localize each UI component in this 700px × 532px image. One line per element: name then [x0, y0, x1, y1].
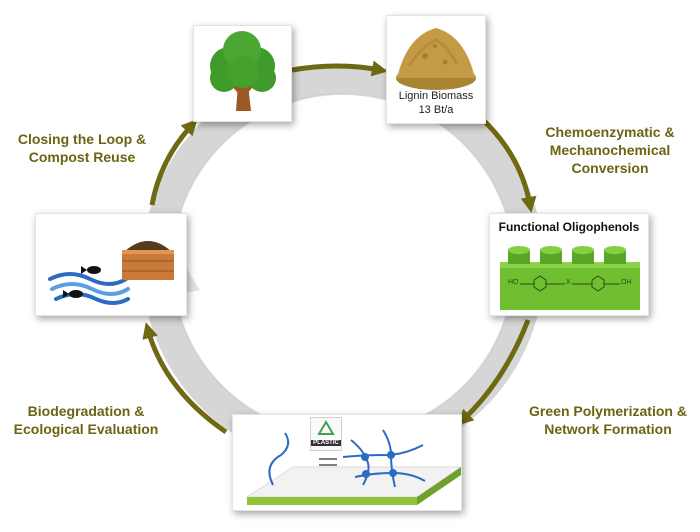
lignin-powder-icon	[396, 28, 476, 90]
lego-brick-icon	[500, 246, 640, 310]
compost-crate-icon	[122, 241, 174, 280]
closing-loop-line-1: Closing the Loop &	[17, 131, 147, 147]
grey-ring-inner-edge	[171, 93, 515, 437]
tree-box	[193, 25, 292, 122]
green-polymerization-line-1: Green Polymerization &	[529, 403, 687, 419]
biodegradation-label: Biodegradation & Ecological Evaluation	[2, 402, 170, 438]
arrow-tree-to-lignin	[291, 60, 388, 77]
lignin-name: Lignin Biomass	[398, 90, 474, 102]
chemoenzymatic-line-1: Chemoenzymatic &	[545, 124, 675, 140]
linker-label: X	[566, 279, 571, 286]
chemoenzymatic-line-3: Conversion	[571, 160, 649, 176]
arrow-polymer-to-compost	[142, 322, 228, 435]
recycle-icon	[317, 420, 335, 435]
grey-ring	[142, 64, 544, 466]
polymer-network-icon	[245, 429, 463, 505]
biodegradation-line-1: Biodegradation &	[27, 403, 145, 419]
biodegradation-box	[35, 213, 187, 316]
green-polymerization-line-2: Network Formation	[544, 421, 672, 437]
lignin-amount: 13 Bt/a	[418, 104, 454, 116]
closing-loop-label: Closing the Loop & Compost Reuse	[12, 130, 152, 166]
tree-icon	[210, 31, 276, 111]
fish-water-icon	[48, 266, 130, 305]
biodegradation-line-2: Ecological Evaluation	[13, 421, 159, 437]
arrow-oligophenols-to-polymer	[457, 319, 531, 426]
closing-loop-line-2: Compost Reuse	[28, 149, 136, 165]
oligophenols-title: Functional Oligophenols	[498, 220, 640, 234]
polymer-box: PLASTIC	[232, 414, 463, 511]
green-polymerization-label: Green Polymerization & Network Formation	[518, 402, 698, 438]
left-group-label: HO	[508, 279, 519, 286]
chemoenzymatic-label: Chemoenzymatic & Mechanochemical Convers…	[534, 123, 686, 177]
plastic-label: PLASTIC	[311, 440, 341, 446]
chemoenzymatic-line-2: Mechanochemical	[549, 142, 671, 158]
arrow-compost-to-tree	[149, 119, 198, 206]
lignin-box: Lignin Biomass 13 Bt/a	[386, 15, 486, 124]
plastic-badge: PLASTIC	[310, 417, 342, 451]
oligophenols-box: Functional Oligophenols HO	[489, 213, 649, 316]
right-group-label: OH	[621, 279, 632, 286]
